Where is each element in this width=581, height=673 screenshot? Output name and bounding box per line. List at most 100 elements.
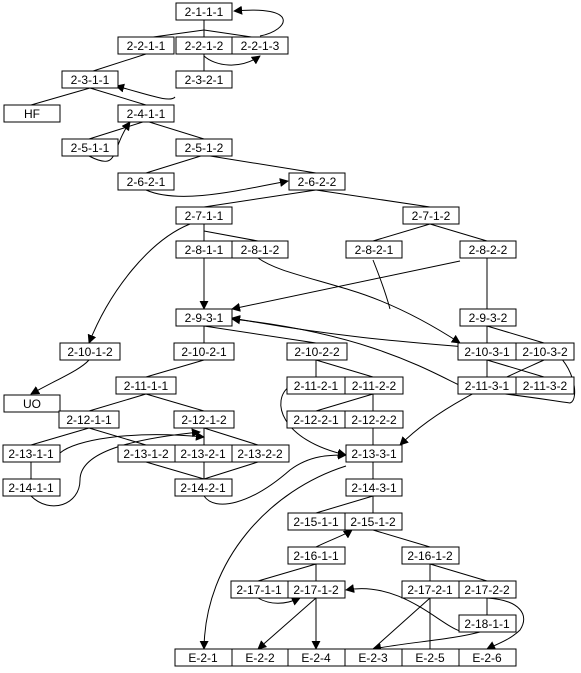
node-2-14-3-1[interactable]: 2-14-3-1 — [345, 478, 403, 497]
node-2-12-2-1[interactable]: 2-12-2-1 — [286, 410, 346, 429]
node-2-11-3-2[interactable]: 2-11-3-2 — [515, 376, 575, 395]
node-label: 2-12-2-2 — [351, 413, 397, 427]
node-2-7-1-1[interactable]: 2-7-1-1 — [175, 206, 233, 225]
arrow — [399, 359, 545, 446]
node-label: 2-2-1-3 — [241, 39, 280, 53]
node-2-8-2-2[interactable]: 2-8-2-2 — [459, 240, 517, 259]
node-2-5-1-1[interactable]: 2-5-1-1 — [61, 138, 119, 157]
node-2-7-1-2[interactable]: 2-7-1-2 — [402, 206, 460, 225]
node-2-17-2-1[interactable]: 2-17-2-1 — [401, 580, 460, 599]
node-2-17-1-2[interactable]: 2-17-1-2 — [287, 580, 346, 599]
node-2-17-1-1[interactable]: 2-17-1-1 — [230, 580, 289, 599]
node-2-10-3-2[interactable]: 2-10-3-2 — [515, 342, 575, 361]
node-2-15-1-2[interactable]: 2-15-1-2 — [344, 512, 403, 531]
node-2-13-2-2[interactable]: 2-13-2-2 — [231, 444, 290, 463]
edge — [30, 87, 91, 106]
node-2-12-1-2[interactable]: 2-12-1-2 — [173, 410, 235, 429]
node-e-2-4[interactable]: E-2-4 — [287, 648, 346, 667]
node-e-2-6[interactable]: E-2-6 — [458, 648, 517, 667]
node-2-2-1-2[interactable]: 2-2-1-2 — [175, 36, 233, 55]
node-2-2-1-3[interactable]: 2-2-1-3 — [231, 36, 289, 55]
node-2-14-1-1[interactable]: 2-14-1-1 — [2, 478, 61, 497]
node-label: 2-17-2-2 — [464, 583, 510, 597]
node-label: 2-18-1-1 — [464, 617, 510, 631]
node-2-13-3-1[interactable]: 2-13-3-1 — [345, 444, 403, 463]
edges — [30, 20, 545, 650]
node-2-2-1-1[interactable]: 2-2-1-1 — [117, 36, 175, 55]
edge — [486, 359, 545, 378]
node-2-12-2-2[interactable]: 2-12-2-2 — [344, 410, 404, 429]
edge — [315, 393, 374, 412]
arrow — [87, 223, 191, 344]
node-label: 2-11-3-2 — [523, 379, 568, 393]
edge — [372, 529, 431, 548]
node-label: 2-5-1-1 — [71, 141, 110, 155]
node-label: 2-3-1-1 — [71, 73, 110, 87]
node-2-13-1-1[interactable]: 2-13-1-1 — [2, 444, 61, 463]
node-2-12-1-1[interactable]: 2-12-1-1 — [58, 410, 120, 429]
node-label: E-2-6 — [472, 651, 502, 665]
node-e-2-1[interactable]: E-2-1 — [174, 648, 233, 667]
edge — [30, 427, 90, 446]
node-label: 2-14-1-1 — [8, 481, 54, 495]
node-2-11-2-2[interactable]: 2-11-2-2 — [344, 376, 404, 395]
edge — [257, 563, 317, 582]
arrow — [257, 597, 317, 650]
arrow — [145, 178, 289, 197]
node-label: 2-12-1-1 — [66, 413, 112, 427]
arrow — [372, 631, 481, 652]
node-label: 2-9-3-1 — [185, 311, 224, 325]
node-2-4-1-1[interactable]: 2-4-1-1 — [117, 104, 175, 123]
node-2-10-3-1[interactable]: 2-10-3-1 — [457, 342, 517, 361]
edge — [88, 120, 147, 140]
node-2-16-1-2[interactable]: 2-16-1-2 — [401, 546, 460, 565]
node-2-3-2-1[interactable]: 2-3-2-1 — [175, 70, 233, 89]
node-2-16-1-1[interactable]: 2-16-1-1 — [287, 546, 346, 565]
node-2-5-1-2[interactable]: 2-5-1-2 — [175, 138, 233, 157]
node-2-13-1-2[interactable]: 2-13-1-2 — [117, 444, 176, 463]
node-label: 2-11-2-2 — [352, 379, 397, 393]
node-label: 2-10-2-1 — [181, 345, 227, 359]
node-2-1-1-1[interactable]: 2-1-1-1 — [175, 2, 233, 21]
node-label: 2-2-1-1 — [127, 39, 166, 53]
node-2-13-2-1[interactable]: 2-13-2-1 — [174, 444, 233, 463]
node-2-15-1-1[interactable]: 2-15-1-1 — [287, 512, 346, 531]
node-label: 2-7-1-1 — [185, 209, 224, 223]
node-2-9-3-1[interactable]: 2-9-3-1 — [175, 308, 233, 327]
node-2-8-2-1[interactable]: 2-8-2-1 — [345, 240, 403, 259]
node-2-9-3-2[interactable]: 2-9-3-2 — [459, 308, 517, 327]
edge — [315, 189, 431, 208]
edge — [145, 154, 205, 174]
node-2-14-2-1[interactable]: 2-14-2-1 — [174, 478, 233, 497]
node-2-8-1-2[interactable]: 2-8-1-2 — [231, 240, 289, 259]
edge — [145, 359, 205, 378]
node-2-11-2-1[interactable]: 2-11-2-1 — [286, 376, 346, 395]
node-label: 2-5-1-2 — [185, 141, 224, 155]
arrow — [30, 359, 90, 395]
node-hf[interactable]: HF — [3, 104, 61, 123]
node-2-10-1-2[interactable]: 2-10-1-2 — [59, 342, 121, 361]
node-2-17-2-2[interactable]: 2-17-2-2 — [458, 580, 517, 599]
arrow — [486, 597, 525, 650]
arrow — [59, 431, 205, 454]
node-2-18-1-1[interactable]: 2-18-1-1 — [458, 614, 517, 633]
node-2-6-2-1[interactable]: 2-6-2-1 — [117, 172, 175, 191]
node-label: 2-7-1-2 — [412, 209, 451, 223]
node-label: E-2-5 — [415, 651, 445, 665]
node-uo[interactable]: UO — [3, 394, 61, 413]
node-2-11-3-1[interactable]: 2-11-3-1 — [457, 376, 517, 395]
node-e-2-2[interactable]: E-2-2 — [231, 648, 289, 667]
arrow — [115, 83, 176, 100]
node-2-8-1-1[interactable]: 2-8-1-1 — [175, 240, 233, 259]
node-2-3-1-1[interactable]: 2-3-1-1 — [61, 70, 119, 89]
node-e-2-5[interactable]: E-2-5 — [401, 648, 460, 667]
node-2-10-2-2[interactable]: 2-10-2-2 — [286, 342, 348, 361]
node-2-10-2-1[interactable]: 2-10-2-1 — [173, 342, 235, 361]
node-label: 2-8-1-1 — [185, 243, 224, 257]
node-e-2-3[interactable]: E-2-3 — [344, 648, 403, 667]
node-2-6-2-2[interactable]: 2-6-2-2 — [288, 172, 346, 191]
node-2-11-1-1[interactable]: 2-11-1-1 — [115, 376, 177, 395]
node-label: UO — [23, 397, 41, 411]
node-label: E-2-1 — [188, 651, 218, 665]
